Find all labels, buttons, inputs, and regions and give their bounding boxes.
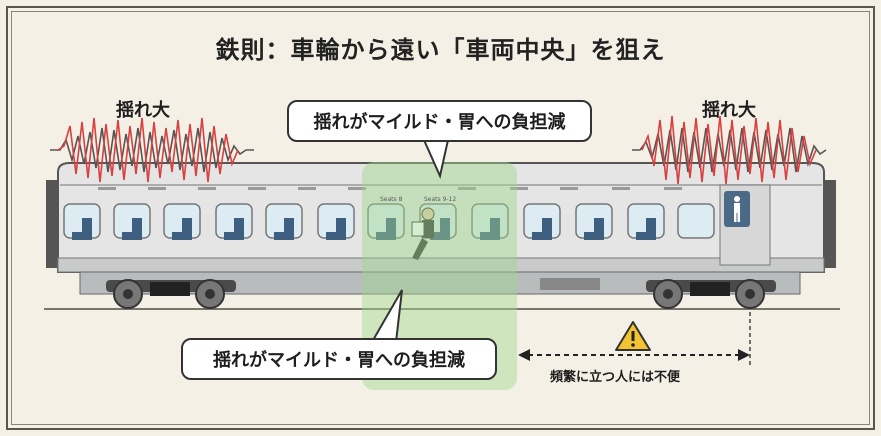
left-bogie [106, 279, 236, 309]
seat-tag-a: Seats 8 [380, 196, 403, 203]
inner-border [11, 11, 870, 425]
bottom-callout: 揺れがマイルド・胃への負担減 [181, 338, 497, 380]
top-callout: 揺れがマイルド・胃への負担減 [287, 100, 592, 142]
center-highlight-zone [362, 162, 517, 390]
outer-border [6, 6, 875, 430]
train-car [46, 162, 836, 295]
left-sway-label: 揺れ大 [116, 100, 170, 121]
right-sway-label: 揺れ大 [702, 100, 756, 121]
seats [72, 218, 656, 240]
bottom-callout-text: 揺れがマイルド・胃への負担減 [213, 350, 465, 371]
right-coupler [822, 180, 836, 268]
roof-vents [98, 187, 682, 190]
diagram-title: 鉄則：車輪から遠い「車両中央」を狙え [215, 36, 666, 64]
standing-note: 頻繁に立つ人には不便 [550, 370, 681, 385]
right-sway-wave [632, 115, 827, 185]
underfloor-box [540, 278, 600, 290]
seated-passenger [411, 207, 435, 260]
warning-icon [615, 321, 651, 351]
seat-tag-b: Seats 9-12 [424, 196, 457, 203]
top-callout-text: 揺れがマイルド・胃への負担減 [313, 112, 566, 133]
restroom-icon [734, 196, 740, 222]
left-sway-wave [50, 117, 254, 183]
left-coupler [46, 180, 60, 268]
underframe [79, 271, 801, 295]
right-bogie [646, 279, 776, 309]
double-arrow-icon [518, 349, 750, 361]
